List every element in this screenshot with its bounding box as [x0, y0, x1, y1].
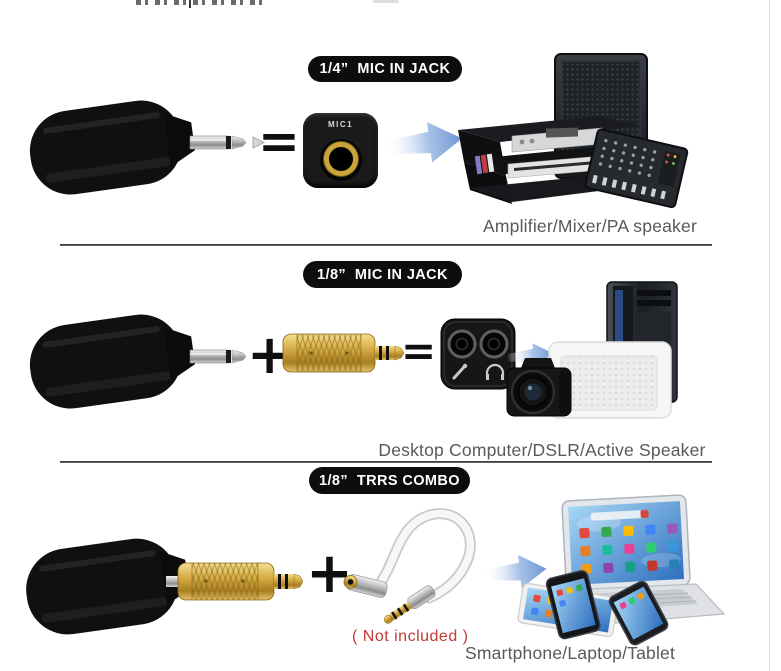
gold-quarter-to-eighth-adapter	[282, 333, 405, 373]
smartphone-laptop-tablet-image	[517, 494, 726, 646]
laptop-screen	[561, 494, 691, 592]
smartphone	[545, 570, 601, 640]
smartphone	[608, 580, 669, 646]
section-divider-2	[60, 461, 712, 463]
female-3.5mm-barrel	[343, 574, 388, 598]
flow-arrow-icon	[385, 122, 463, 163]
microphone-quarter-inch-plug	[29, 314, 247, 409]
section-caption-3: Smartphone/Laptop/Tablet	[464, 643, 676, 663]
equals-operator: =	[258, 112, 300, 170]
microphone-with-gold-adapter	[26, 538, 304, 635]
quarter-inch-jack-socket-icon	[319, 137, 363, 181]
clipped-top-text-fragment	[136, 0, 264, 5]
plus-operator: +	[306, 541, 353, 606]
section-caption-2: Desktop Computer/DSLR/Active Speaker	[378, 440, 706, 460]
section-badge-eighth-inch-mic-in-jack: 1/8” MIC IN JACK	[303, 261, 462, 288]
amplifier-mixer-pa-speaker-image	[458, 53, 689, 209]
clipped-top-image-fragment	[373, 0, 399, 3]
trrs-adapter-cable	[343, 508, 476, 624]
section-caption-1: Amplifier/Mixer/PA speaker	[483, 216, 697, 236]
headphone-icon	[485, 363, 505, 380]
equals-operator: =	[401, 326, 437, 375]
section-badge-eighth-inch-trrs-combo: 1/8” TRRS COMBO	[309, 467, 470, 494]
not-included-note: ( Not included )	[352, 628, 469, 645]
audio-mixer	[584, 128, 689, 209]
microphone-quarter-inch-plug	[29, 100, 266, 195]
clipped-top-text-descender	[189, 0, 191, 8]
mic1-jack-box: MIC1	[303, 113, 378, 188]
mic-icon	[452, 363, 468, 380]
desktop-dslr-speaker-image	[506, 281, 678, 419]
trrs-male-plug	[383, 585, 436, 624]
right-edge-border	[769, 0, 770, 671]
mic-headphone-port-box	[440, 318, 516, 390]
shelf-books	[474, 153, 495, 175]
section-divider-1	[60, 244, 712, 246]
section-badge-quarter-inch-mic-in-jack: 1/4” MIC IN JACK	[308, 56, 462, 82]
flow-arrow-icon	[483, 555, 547, 589]
plug-direction-arrow-icon	[252, 136, 266, 149]
mic1-port-label: MIC1	[327, 120, 354, 129]
dslr-camera	[506, 358, 572, 417]
